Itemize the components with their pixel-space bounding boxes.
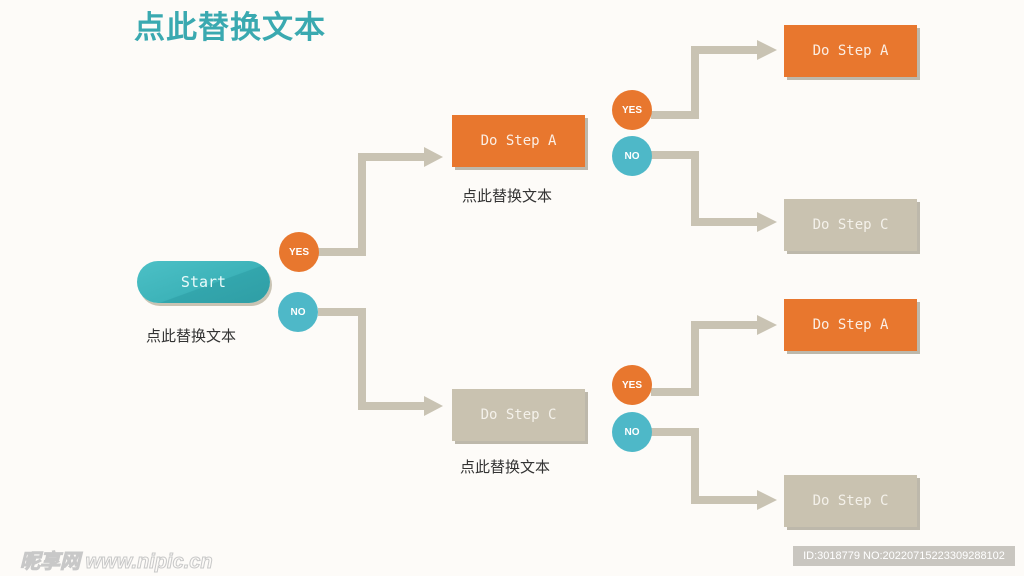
- watermark: 昵享网 www.nipic.cn: [20, 551, 214, 574]
- start-node[interactable]: Start: [137, 261, 270, 303]
- no-badge: NO: [278, 292, 318, 332]
- no-badge: NO: [612, 412, 652, 452]
- step-a-caption: 点此替换文本: [462, 187, 553, 205]
- arrowhead: [757, 40, 777, 60]
- start-caption: 点此替换文本: [146, 327, 237, 345]
- step-c-box[interactable]: Do Step C: [784, 199, 917, 251]
- arrow-upper-no: [651, 151, 760, 226]
- step-a-box[interactable]: Do Step A: [784, 299, 917, 351]
- arrow-upper-yes: [651, 46, 760, 119]
- arrowhead: [757, 490, 777, 510]
- id-bar: ID:3018779 NO:20220715223309288102: [793, 546, 1015, 566]
- arrow-start-no: [318, 308, 428, 410]
- step-c-box[interactable]: Do Step C: [452, 389, 585, 441]
- arrowhead: [424, 396, 443, 416]
- page-title: 点此替换文本: [134, 10, 326, 46]
- arrowhead: [757, 212, 777, 232]
- arrowhead: [757, 315, 777, 335]
- arrow-lower-yes: [651, 321, 760, 396]
- yes-badge: YES: [612, 90, 652, 130]
- no-badge: NO: [612, 136, 652, 176]
- arrow-lower-no: [651, 428, 760, 504]
- yes-badge: YES: [612, 365, 652, 405]
- step-a-box[interactable]: Do Step A: [784, 25, 917, 77]
- arrow-start-yes: [318, 153, 428, 256]
- step-c-box[interactable]: Do Step C: [784, 475, 917, 527]
- step-c-caption: 点此替换文本: [460, 458, 551, 476]
- step-a-box[interactable]: Do Step A: [452, 115, 585, 167]
- yes-badge: YES: [279, 232, 319, 272]
- arrowhead: [424, 147, 443, 167]
